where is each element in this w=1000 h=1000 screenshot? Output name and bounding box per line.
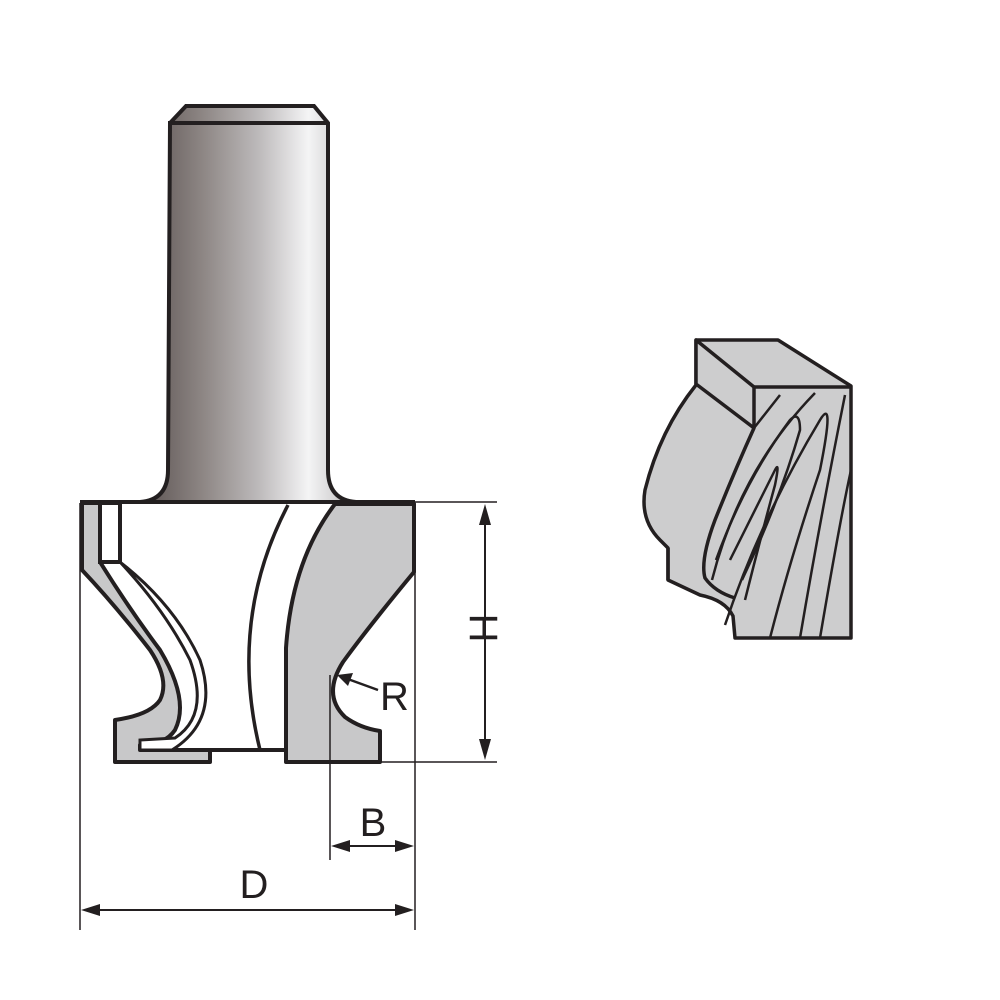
left-carbide-wing (80, 501, 212, 764)
radius-indicator: R (337, 673, 409, 719)
workpiece-profile (642, 338, 853, 640)
diameter-label: D (240, 863, 269, 907)
height-label: H (461, 614, 505, 643)
depth-dimension: B (331, 801, 414, 852)
diameter-dimension: D (81, 863, 414, 916)
depth-label: B (360, 801, 387, 845)
shank (139, 104, 357, 504)
height-dimension: H (461, 504, 505, 760)
right-carbide-wing (284, 502, 416, 764)
radius-label: R (380, 675, 409, 719)
extension-lines (79, 501, 497, 930)
flute-curves (210, 504, 290, 752)
